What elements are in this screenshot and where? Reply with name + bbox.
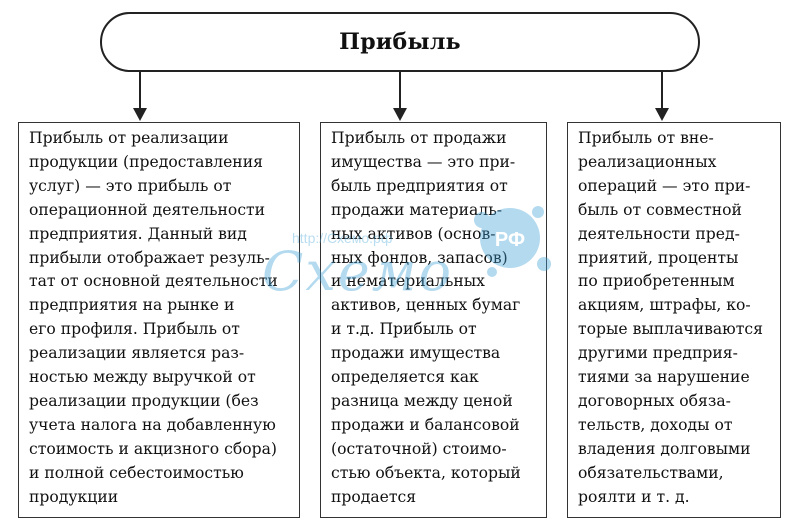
- arrowhead-center: [393, 108, 407, 121]
- arrowhead-left: [133, 108, 147, 121]
- box-property-sale-profit: Прибыль от продажи имущества — это при- …: [320, 122, 547, 518]
- arrowhead-right: [655, 108, 669, 121]
- box-sales-profit-text: Прибыль от реализации продукции (предост…: [29, 129, 278, 506]
- box-sales-profit: Прибыль от реализации продукции (предост…: [18, 122, 300, 518]
- box-non-operating-profit-text: Прибыль от вне- реализационных операций …: [578, 129, 763, 506]
- box-non-operating-profit: Прибыль от вне- реализационных операций …: [567, 122, 781, 518]
- root-title: Прибыль: [339, 29, 461, 55]
- root-node-profit: Прибыль: [100, 12, 700, 72]
- box-property-sale-profit-text: Прибыль от продажи имущества — это при- …: [331, 129, 521, 506]
